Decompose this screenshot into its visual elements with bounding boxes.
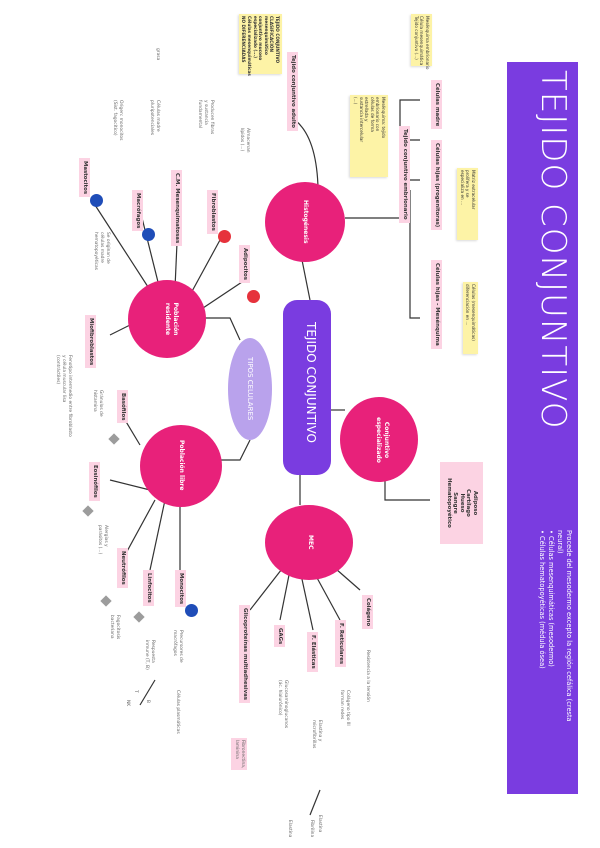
especializado-list: Adiposo Cartílago Hueso Sangre Hematopoy… <box>440 462 483 544</box>
residente-node <box>128 280 206 358</box>
esp-item-hueso: Hueso <box>459 493 465 513</box>
eosinofilos-box: Eosinófilos <box>89 462 100 501</box>
line-lin-sub <box>139 679 156 706</box>
line-elas-sub <box>309 789 321 816</box>
especializado-node <box>340 397 418 482</box>
linfo-sub-nk: NK <box>125 700 130 707</box>
note-hijas-2: Células (mesenquimáticas) diferenciación… <box>462 282 478 354</box>
line-res-fibro <box>189 239 221 296</box>
macrofagos-marker-icon <box>142 228 155 241</box>
types-label: TIPOS CELULARES <box>246 357 254 421</box>
note-embrionario: Mesénquima: tejido embrionario con célul… <box>350 95 388 177</box>
macrofagos-note: Origen: monocitos (Sist. fagocítico) <box>112 100 123 141</box>
line-lib-eos <box>109 479 151 491</box>
line-lib-neu <box>124 499 156 556</box>
colageno-box: Colágeno <box>362 595 373 630</box>
tej-embrionario-box: Tejido conjuntivo embrionario <box>399 126 410 223</box>
gags-note: Glucosaminoglucanos (ác. hialurónico) <box>277 680 288 729</box>
elasticas-box: F. Elásticas <box>307 632 318 672</box>
fibroblastos-marker-icon <box>218 230 231 243</box>
celulas-hijas-box: Células hijas (progenitoras) <box>431 140 442 231</box>
reticulares-note: Colágeno tipo III forman redes <box>339 690 350 726</box>
center-node <box>283 300 331 475</box>
mec-label: MEC <box>307 535 314 550</box>
mastocitos-note: Se originan de células madre hematopoyét… <box>93 232 110 270</box>
esp-item-sangre: Sangre <box>452 492 459 514</box>
libre-label: Población libre <box>178 440 185 491</box>
note-hijas: Matriz extracelular prolifera y se espec… <box>457 168 478 240</box>
adipo-note: Almacenan lípidos (...) <box>239 128 250 153</box>
linfo-sub-b: B <box>145 700 150 704</box>
basofilos-box: Basófilos <box>117 390 128 424</box>
histogenesis-node <box>265 182 345 262</box>
line-res-adipo <box>199 279 246 311</box>
note-clasificacion: TEJIDO CONJUNTIVO CLASIFICACIÓN mesenqui… <box>238 14 282 76</box>
elasticas-note: Elastina y microfibrillas <box>311 720 322 749</box>
line-mec-gags <box>279 569 291 621</box>
center-label: TEJIDO CONJUNTIVO <box>304 322 318 443</box>
basofilos-note: Gránulos de histamina <box>92 390 103 417</box>
line-embr-hijas2 <box>409 190 420 319</box>
fibro-note: Producen fibras y sustancia fundamental <box>197 100 214 135</box>
fibroblastos-box: Fibroblastos <box>207 190 218 234</box>
grasa-note: grasa <box>155 48 160 61</box>
line-esp-list <box>384 480 430 501</box>
residente-label: Población residente <box>164 302 179 336</box>
title-band <box>507 62 578 794</box>
macrofagos-box: Macrófagos <box>132 190 143 232</box>
origin-line-2: neural) <box>556 530 564 554</box>
origin-text: Procede del mesodermo excepto la región … <box>537 530 573 722</box>
note-celulas-madre: Mesénquima embrionario Célula mesenquimá… <box>411 14 432 69</box>
especializado-label: Conjuntivo especializado <box>375 417 390 463</box>
eos-note: Alergias y parásitos (...) <box>97 525 108 555</box>
mec-node <box>265 505 353 580</box>
mono-note: Precursores de macrófagos <box>172 630 183 663</box>
monocitos-box: Monocitos <box>175 570 186 608</box>
reticulares-box: F. Reticulares <box>335 620 346 668</box>
histogenesis-label: Histogénesis <box>302 200 309 244</box>
esp-item-cartilago: Cartílago <box>465 489 472 517</box>
libre-node <box>140 425 222 507</box>
elas-sub-1: Elastina <box>317 815 322 833</box>
main-title: TEJIDO CONJUNTIVO <box>533 70 573 430</box>
celulas-madre-box: Células madre <box>431 80 442 130</box>
elas-sub-2: Fibrilina <box>309 820 314 838</box>
glico-box: Glicoproteínas multiadhesivas <box>239 605 250 704</box>
line-res-macro <box>139 209 161 291</box>
linfo-note: Respuesta inmune (T, B) <box>144 640 155 670</box>
linfo-sub-plasmaticas: Células plasmáticas <box>175 690 180 734</box>
esp-item-hematopoyetico: Hematopoyético <box>446 478 452 528</box>
linfocitos-box: Linfocitos <box>143 570 154 606</box>
miofibro-note: Fenotipo intermedio entre fibroblasto y … <box>55 355 72 437</box>
line-lib-lin <box>149 499 166 571</box>
esp-item-adiposo: Adiposo <box>472 490 478 516</box>
linfo-sub-t: T <box>133 690 138 693</box>
line-mec-elas <box>299 569 314 631</box>
gags-box: GAGs <box>274 625 285 648</box>
elas-sub-3: Elastina <box>287 820 292 838</box>
adipocitos-box: Adipocitos <box>239 245 250 283</box>
line-res-mast <box>94 204 151 291</box>
origin-bullet-1: • Células mesenquimáticas (mesodermo) <box>547 530 555 667</box>
colageno-note: Resistencia a la tensión <box>365 650 370 702</box>
line-mec-glico <box>249 564 286 611</box>
monocitos-marker-icon <box>185 604 198 617</box>
origin-line-1: Procede del mesodermo excepto la región … <box>565 530 573 722</box>
mastocitos-marker-icon <box>90 194 103 207</box>
mastocitos-box: Mastocitos <box>79 158 90 198</box>
glico-note: Fibronectina, laminina <box>231 738 247 771</box>
neu-note: Fagocitosis bacteriana <box>109 615 120 640</box>
cm-note: Células madre pluripotenciales <box>149 100 160 136</box>
tejido-adulto-box: Tejido conjuntivo adulto <box>287 52 298 131</box>
celulas-hijas-2-box: Células hijas - Mesénquima <box>431 260 442 349</box>
miofibroblastos-box: Miofibroblastos <box>85 315 96 369</box>
types-node <box>228 338 272 440</box>
cm-mesenquimatosas-box: C.M. Mesenquimatosas <box>171 170 182 247</box>
origin-bullet-2: • Células hematopoyéticas (médula ósea) <box>538 530 546 669</box>
neutrofilos-box: Neutrófilos <box>117 548 128 588</box>
line-lib-baso <box>124 419 141 446</box>
adipocitos-marker-icon <box>247 290 260 303</box>
